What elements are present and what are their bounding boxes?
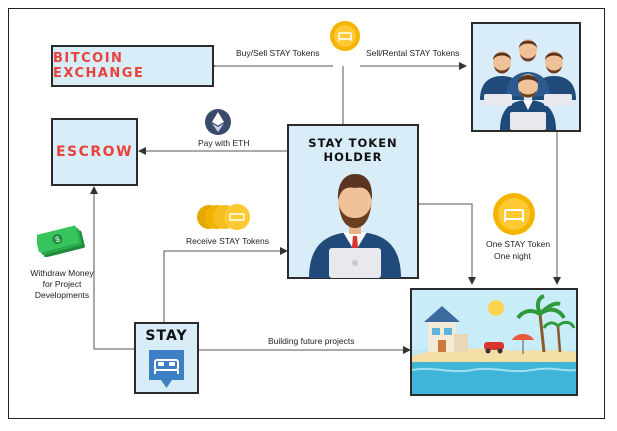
coin-icon <box>493 193 535 235</box>
edge-label-withdraw-3: Developments <box>34 290 90 300</box>
stay-token-holder-label: STAY TOKEN HOLDER <box>308 136 398 164</box>
edge-label-building: Building future projects <box>268 336 355 346</box>
coin-stack-icon <box>197 204 250 230</box>
bitcoin-exchange-node: BITCOIN EXCHANGE <box>51 45 214 87</box>
bitcoin-exchange-label: BITCOIN EXCHANGE <box>53 51 145 81</box>
coin-icon <box>330 21 360 51</box>
edge-label-buy-sell: Buy/Sell STAY Tokens <box>236 48 320 58</box>
stay-holders-team-node <box>471 22 581 132</box>
edge-label-sell-rental: Sell/Rental STAY Tokens <box>366 48 460 58</box>
stay-node: STAY <box>134 322 199 394</box>
stay-label: STAY <box>145 328 188 344</box>
team-icon <box>480 39 576 130</box>
stay-token-holder-node: STAY TOKEN HOLDER <box>287 124 419 279</box>
edge-label-withdraw-1: Withdraw Money <box>30 268 94 278</box>
diagram-frame <box>8 8 605 419</box>
money-icon: $ <box>37 225 85 257</box>
edge-label-one-token: One STAY Token <box>486 239 551 249</box>
arrow-stay-to-holder <box>163 247 288 322</box>
beach-resort-node <box>410 288 578 396</box>
beach-illustration <box>412 290 576 394</box>
arrow-stay-to-escrow <box>90 186 134 350</box>
svg-text:$: $ <box>54 235 61 245</box>
edge-label-receive: Receive STAY Tokens <box>186 236 269 246</box>
arrow-holder-to-beach <box>419 203 476 285</box>
escrow-node: ESCROW <box>51 118 138 186</box>
edge-label-withdraw-2: for Project <box>42 279 82 289</box>
businessman-icon <box>309 174 401 278</box>
ethereum-icon <box>205 109 231 135</box>
edge-label-pay-eth: Pay with ETH <box>198 138 250 148</box>
bed-icon <box>149 350 184 388</box>
escrow-label: ESCROW <box>55 144 134 160</box>
edge-label-one-night: One night <box>494 251 531 261</box>
